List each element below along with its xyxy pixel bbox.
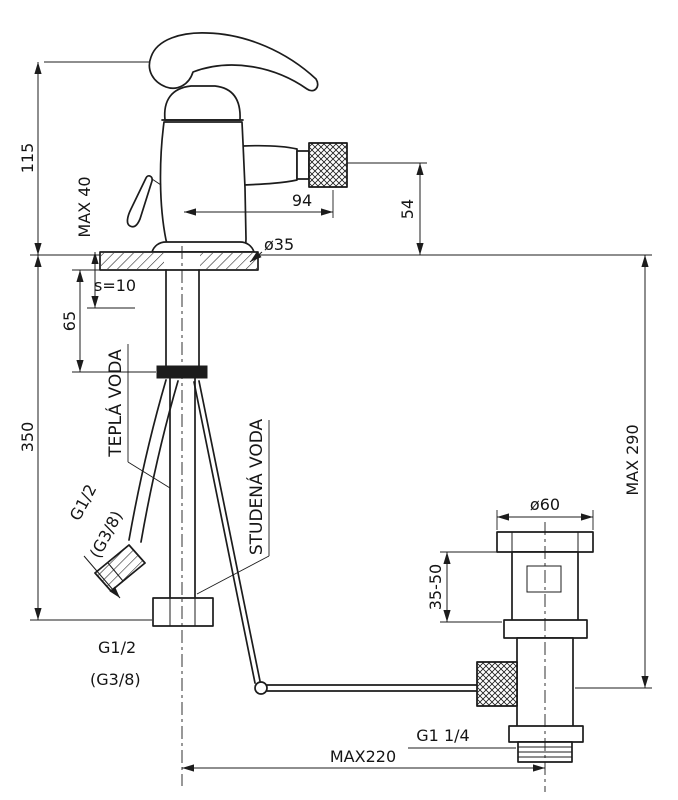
dim-3550-label: 35-50: [426, 564, 445, 611]
supply-connector-block: [152, 597, 214, 627]
hose-inner-line: [140, 380, 179, 543]
hose-fitting-hatch: [94, 544, 146, 592]
pop-up-knob: [126, 175, 153, 228]
waste-inner-detail: [526, 565, 562, 593]
waste-outlet-flange: [508, 725, 584, 743]
cartridge-cap: [163, 85, 241, 121]
hose-thread-leader-arrow: [83, 555, 121, 599]
dim-max220-label: MAX220: [330, 747, 396, 766]
dim-dia35-leader: [249, 251, 263, 263]
flexible-hose: [94, 379, 179, 592]
mounting-deck: [30, 251, 652, 271]
dim-dia35-label: ø35: [264, 235, 294, 254]
faucet-body: [159, 121, 247, 253]
waste-thread-label: G1 1/4: [416, 726, 469, 745]
fitting-divider: [107, 562, 124, 582]
dim-350-label: 350: [18, 422, 37, 453]
annotations: TEPLÁ VODA STUDENÁ VODA G1/2 (G3/8) G1/2…: [66, 344, 516, 749]
waste-assembly: [476, 531, 594, 763]
faucet-spout: [242, 144, 298, 186]
cold-water-label: STUDENÁ VODA: [245, 418, 267, 555]
pull-rod-line-2: [198, 380, 261, 682]
faucet-handle-lever: [148, 32, 319, 92]
dim-115-label: 115: [18, 143, 37, 174]
supply-thread-alt-label: (G3/8): [90, 670, 141, 689]
aerator-ring: [296, 150, 310, 180]
hose-outer-line: [128, 379, 167, 541]
faucet: [126, 32, 348, 253]
pop-up-knob-link: [151, 178, 162, 186]
pop-up-linkage: [193, 380, 478, 695]
under-deck-assembly: [152, 269, 214, 627]
rod-nut-knurling: [476, 661, 518, 707]
waste-lower-flange: [503, 619, 588, 639]
ball-joint: [254, 681, 268, 695]
dim-dia60-label: ø60: [530, 495, 560, 514]
dim-54-label: 54: [398, 199, 417, 219]
dim-max40-label: MAX 40: [75, 176, 94, 237]
dim-s10-label: s=10: [94, 276, 136, 295]
faucet-base-ring: [151, 241, 255, 253]
hot-water-label: TEPLÁ VODA: [104, 349, 126, 458]
supply-thread-label: G1/2: [98, 638, 136, 657]
deck-hatch-left: [101, 253, 164, 269]
centerlines: [181, 246, 546, 792]
hot-water-leader: [127, 461, 171, 489]
dim-65-label: 65: [60, 311, 79, 331]
dimensions: 115 350 65 MAX 40 94 54 ø35 s=10 MAX 290: [18, 61, 652, 772]
cold-water-leader: [196, 555, 270, 595]
pull-rod-line-1: [193, 381, 256, 684]
dim-94-label: 94: [292, 191, 312, 210]
hose-thread-label: G1/2: [66, 481, 101, 524]
dim-max290-label: MAX 290: [623, 424, 642, 495]
aerator-knurl: [308, 142, 348, 188]
deck-hatch-right: [200, 253, 257, 269]
